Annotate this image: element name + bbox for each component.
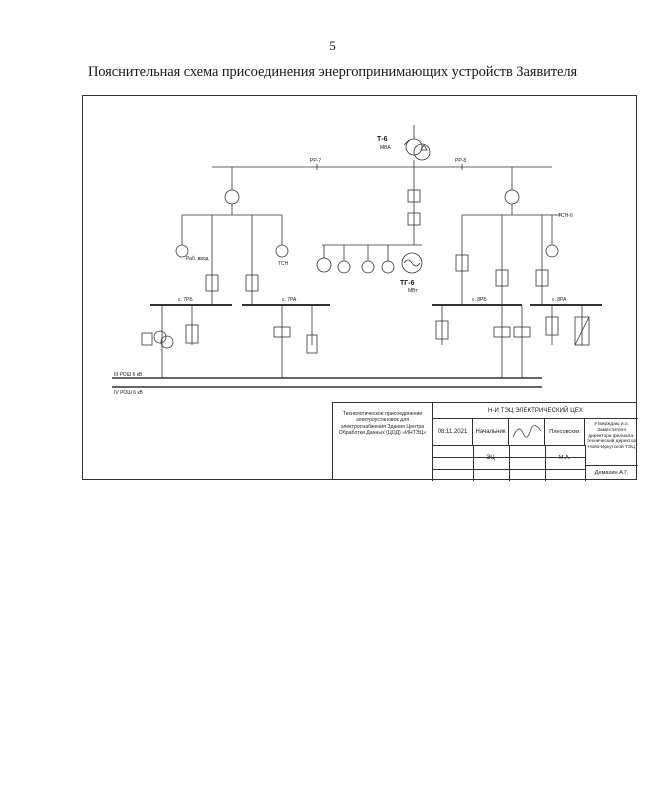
single-line-diagram: Т-6 МВА ТГ-6 МВт РР-7 РР-8 ТСН ТСН-6 с. … — [112, 125, 602, 396]
grid-line — [545, 445, 546, 481]
bus-right-1-label: с. 8РБ — [472, 297, 487, 303]
grid-line — [585, 465, 638, 466]
page-title: Пояснительная схема присоединения энерго… — [87, 64, 578, 80]
main-bus-1-label: III РОШ 6 кВ — [114, 372, 143, 378]
grid-line — [509, 445, 510, 481]
signature-field — [509, 419, 545, 445]
main-transformer-sub: МВА — [380, 145, 391, 151]
page-number: 5 — [329, 38, 336, 53]
document-description: Технологическое присоединение электроуст… — [333, 403, 433, 481]
approver-name: Демахин А.Г. — [594, 470, 629, 476]
schematic-frame — [82, 95, 637, 480]
bus-right-2-label: с. 8РА — [552, 297, 567, 303]
feeder-label: Раб. ввод — [186, 256, 209, 262]
organization-header: Н-И ТЭЦ ЭЛЕКТРИЧЕСКИЙ ЦЕХ — [433, 403, 638, 419]
approval-note: Утверждаю и.о. Заместителя директора фил… — [586, 422, 637, 451]
rr-right-label: РР-8 — [455, 158, 466, 164]
generator-sub: МВт — [408, 288, 418, 294]
rr-left-label: РР-7 — [310, 158, 321, 164]
bus-left-2-label: с. 7РА — [282, 297, 297, 303]
title-block: Технологическое присоединение электроуст… — [332, 402, 638, 481]
signer-name: Плесовских М.А. — [545, 419, 585, 461]
main-transformer-label: Т-6 — [377, 136, 388, 143]
approval-date: 08.11.2021 — [433, 419, 473, 445]
generator-label: ТГ-6 — [400, 280, 415, 287]
main-bus-2-label: IV РОШ 6 кВ — [114, 390, 144, 396]
signature-mark — [512, 425, 542, 438]
right-aux-transformer-label: ТСН-6 — [558, 213, 573, 219]
left-aux-transformer-label: ТСН — [278, 261, 289, 267]
grid-line — [585, 445, 586, 481]
bus-left-1-label: с. 7РБ — [178, 297, 193, 303]
signer-position: Начальник ЭЦ — [473, 419, 509, 461]
grid-line — [473, 445, 474, 481]
